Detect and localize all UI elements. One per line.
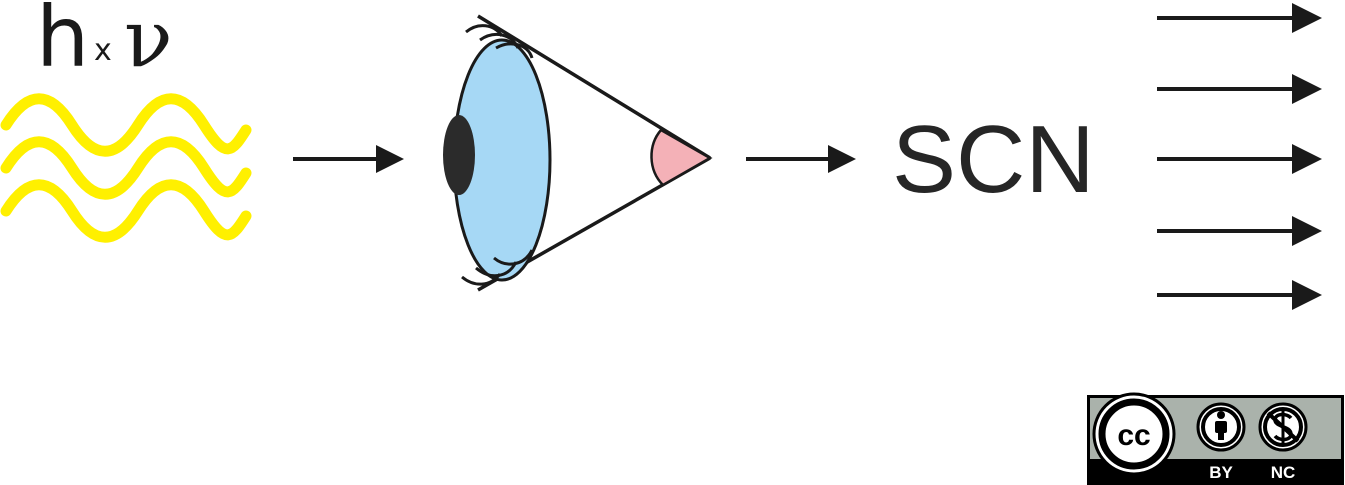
eye-cone-top <box>477 14 711 160</box>
arrow-icon <box>293 145 404 173</box>
output-arrow-4 <box>1157 216 1322 246</box>
eye-lashes-upper <box>465 24 534 59</box>
light-wave-2 <box>0 136 252 200</box>
output-arrow-2 <box>1157 74 1322 104</box>
photon-energy-formula: h x ν <box>36 0 173 86</box>
formula-times: x <box>94 33 112 68</box>
eye-lashes-lower <box>461 249 534 286</box>
arrow-icon <box>746 145 856 173</box>
formula-h: h <box>36 0 89 86</box>
output-arrow-3 <box>1157 144 1322 174</box>
light-wave-3 <box>0 179 252 243</box>
output-arrow-1 <box>1157 3 1322 33</box>
output-arrows <box>1157 3 1322 310</box>
creative-commons-icon: cc <box>1092 392 1176 476</box>
light-wave-1 <box>0 93 252 157</box>
license-badge: cc BY NC <box>1087 392 1344 485</box>
license-nc-label: NC <box>1271 463 1296 482</box>
scn-label: SCN <box>892 106 1095 213</box>
eye-pupil <box>443 115 475 195</box>
eye-lens <box>650 128 713 187</box>
cc-text: cc <box>1117 419 1150 452</box>
output-arrow-5 <box>1157 280 1322 310</box>
light-wave-icon <box>0 93 252 243</box>
attribution-icon <box>1196 402 1246 452</box>
noncommercial-icon <box>1258 402 1308 452</box>
license-by-label: BY <box>1209 463 1233 482</box>
formula-nu: ν <box>124 0 173 85</box>
eye-icon <box>443 14 713 292</box>
